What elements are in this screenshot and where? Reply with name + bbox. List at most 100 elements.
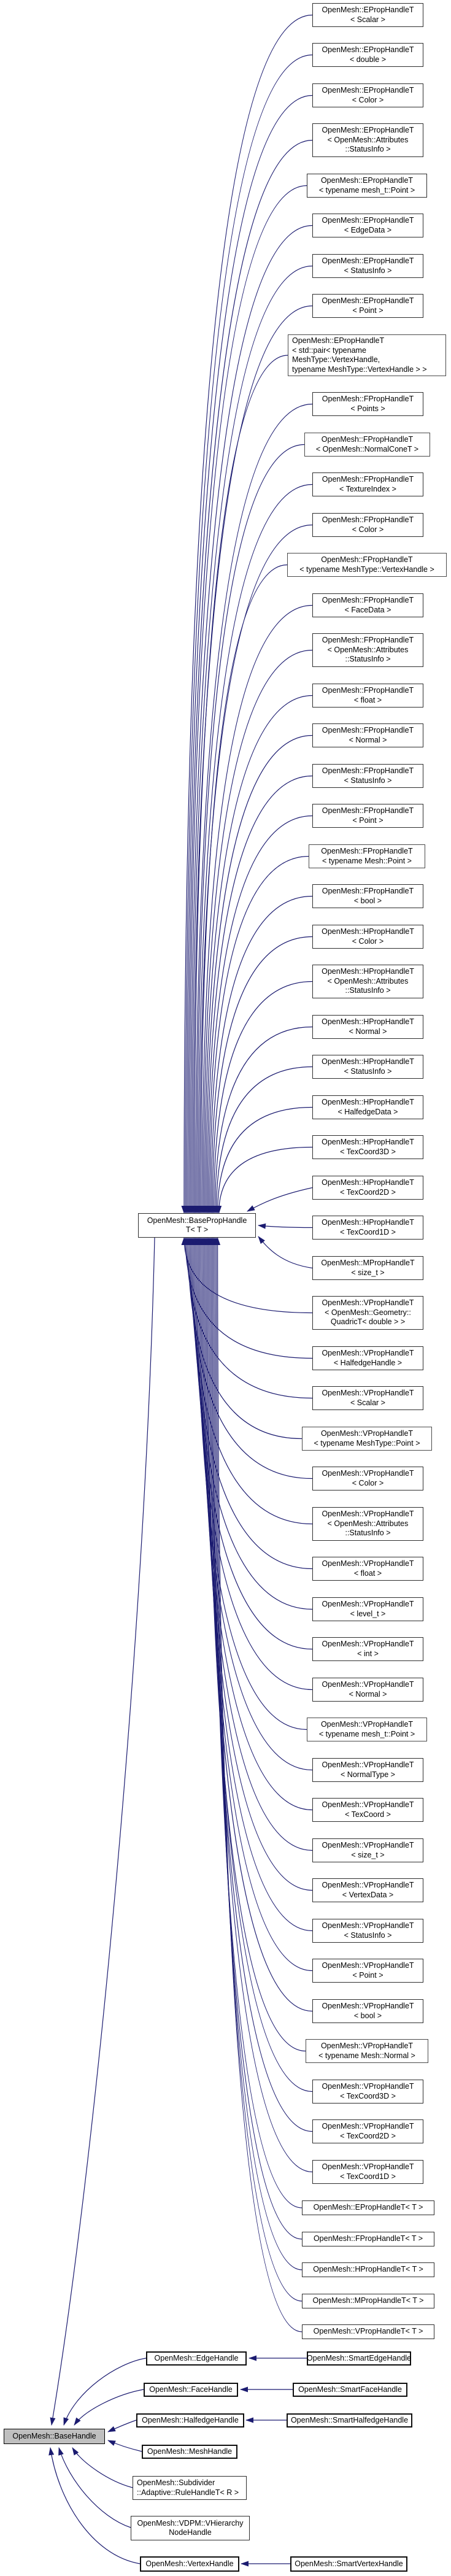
class-node[interactable]: OpenMesh::FPropHandleT< Normal >: [312, 723, 423, 747]
class-node[interactable]: OpenMesh::VPropHandleT< OpenMesh::Geomet…: [312, 1296, 423, 1330]
class-node-line: OpenMesh::VPropHandleT: [322, 1800, 414, 1809]
class-node[interactable]: OpenMesh::EPropHandleT< std::pair< typen…: [288, 334, 446, 376]
class-node[interactable]: OpenMesh::FPropHandleT< StatusInfo >: [312, 764, 423, 788]
class-node-line: OpenMesh::VPropHandleT: [322, 1841, 414, 1849]
class-node-line: ::StatusInfo >: [345, 1529, 391, 1538]
class-node[interactable]: OpenMesh::VPropHandleT< TexCoord >: [312, 1798, 423, 1822]
class-node[interactable]: OpenMesh::VPropHandleT< int >: [312, 1637, 423, 1661]
class-node-line: < TexCoord2D >: [340, 1187, 396, 1197]
class-node[interactable]: OpenMesh::FPropHandleT< typename MeshTyp…: [287, 553, 447, 577]
class-node-line: OpenMesh::HalfedgeHandle: [142, 2415, 239, 2424]
class-node[interactable]: OpenMesh::FPropHandleT< Point >: [312, 804, 423, 828]
class-node[interactable]: OpenMesh::EPropHandleT< EdgeData >: [312, 214, 423, 237]
class-node-line: OpenMesh::FPropHandleT: [322, 475, 414, 484]
class-node-line: OpenMesh::VPropHandleT: [322, 1921, 414, 1930]
smart-edge-handle-node[interactable]: OpenMesh::SmartEdgeHandle: [307, 2351, 411, 2366]
class-node[interactable]: OpenMesh::VPropHandleT< Point >: [312, 1959, 423, 1983]
class-node-line: OpenMesh::MPropHandleT< T >: [312, 2296, 424, 2305]
class-node[interactable]: OpenMesh::MPropHandleT< T >: [302, 2294, 434, 2308]
class-node[interactable]: OpenMesh::VPropHandleT< OpenMesh::Attrib…: [312, 1507, 423, 1541]
class-node[interactable]: OpenMesh::VPropHandleT< bool >: [312, 1999, 423, 2023]
class-node[interactable]: OpenMesh::VPropHandleT< typename MeshTyp…: [302, 1427, 432, 1451]
class-node[interactable]: OpenMesh::FPropHandleT< bool >: [312, 884, 423, 908]
class-node-line: < HalfedgeData >: [337, 1107, 398, 1116]
class-node[interactable]: OpenMesh::VPropHandleT< typename Mesh::N…: [306, 2039, 428, 2063]
class-node-line: OpenMesh::FPropHandleT< T >: [313, 2234, 423, 2243]
class-node-line: < TextureIndex >: [339, 484, 396, 493]
smart-face-handle-node[interactable]: OpenMesh::SmartFaceHandle: [293, 2383, 407, 2397]
class-node[interactable]: OpenMesh::HPropHandleT< T >: [302, 2262, 434, 2277]
class-node[interactable]: OpenMesh::VPropHandleT< Scalar >: [312, 1386, 423, 1410]
class-node[interactable]: OpenMesh::HPropHandleT< Color >: [312, 925, 423, 949]
class-node[interactable]: OpenMesh::VPropHandleT< HalfedgeHandle >: [312, 1346, 423, 1370]
rule-handle-node[interactable]: OpenMesh::Subdivider::Adaptive::RuleHand…: [133, 2476, 247, 2500]
class-node[interactable]: OpenMesh::HPropHandleT< TexCoord1D >: [312, 1216, 423, 1240]
class-node[interactable]: OpenMesh::EPropHandleT< StatusInfo >: [312, 254, 423, 278]
class-node[interactable]: OpenMesh::HPropHandleT< Normal >: [312, 1015, 423, 1039]
class-node[interactable]: OpenMesh::EPropHandleT< Color >: [312, 83, 423, 107]
class-node[interactable]: OpenMesh::VPropHandleT< StatusInfo >: [312, 1919, 423, 1943]
class-node-line: < Normal >: [349, 1689, 387, 1699]
class-node-line: < NormalType >: [341, 1770, 395, 1779]
class-node[interactable]: OpenMesh::HPropHandleT< OpenMesh::Attrib…: [312, 965, 423, 998]
class-node[interactable]: OpenMesh::VPropHandleT< TexCoord1D >: [312, 2160, 423, 2184]
mesh-handle-node[interactable]: OpenMesh::MeshHandle: [142, 2445, 237, 2459]
class-node-line: < Point >: [352, 816, 384, 825]
class-node-line: < TexCoord1D >: [340, 1227, 396, 1236]
class-node[interactable]: OpenMesh::EPropHandleT< Scalar >: [312, 3, 423, 27]
base-handle-node[interactable]: OpenMesh::BaseHandle: [4, 2429, 105, 2444]
class-node[interactable]: OpenMesh::HPropHandleT< TexCoord3D >: [312, 1135, 423, 1159]
class-node[interactable]: OpenMesh::HPropHandleT< HalfedgeData >: [312, 1095, 423, 1119]
class-node[interactable]: OpenMesh::VPropHandleT< typename mesh_t:…: [307, 1718, 427, 1741]
smart-halfedge-handle-node[interactable]: OpenMesh::SmartHalfedgeHandle: [287, 2413, 412, 2428]
vertex-handle-node[interactable]: OpenMesh::VertexHandle: [140, 2556, 239, 2572]
class-node[interactable]: OpenMesh::EPropHandleT< OpenMesh::Attrib…: [312, 123, 423, 157]
class-node[interactable]: OpenMesh::HPropHandleT< TexCoord2D >: [312, 1176, 423, 1200]
class-node[interactable]: OpenMesh::FPropHandleT< Color >: [312, 513, 423, 537]
class-node[interactable]: OpenMesh::VPropHandleT< level_t >: [312, 1597, 423, 1621]
smart-vertex-handle-node[interactable]: OpenMesh::SmartVertexHandle: [290, 2556, 407, 2572]
class-node[interactable]: OpenMesh::FPropHandleT< TextureIndex >: [312, 472, 423, 496]
class-node-line: < FaceData >: [344, 605, 391, 614]
edge-handle-node[interactable]: OpenMesh::EdgeHandle: [146, 2351, 247, 2366]
class-node-line: OpenMesh::VPropHandleT: [322, 1349, 414, 1357]
class-node-line: OpenMesh::VPropHandleT: [322, 1760, 414, 1769]
class-node-line: < Normal >: [349, 1027, 387, 1036]
class-node[interactable]: OpenMesh::FPropHandleT< OpenMesh::Normal…: [304, 433, 430, 457]
class-node[interactable]: OpenMesh::EPropHandleT< Point >: [312, 294, 423, 318]
class-node[interactable]: OpenMesh::VPropHandleT< TexCoord3D >: [312, 2080, 423, 2104]
class-node[interactable]: OpenMesh::EPropHandleT< T >: [302, 2200, 434, 2215]
class-node[interactable]: OpenMesh::FPropHandleT< typename Mesh::P…: [309, 844, 425, 868]
class-node[interactable]: OpenMesh::EPropHandleT< typename mesh_t:…: [307, 174, 427, 198]
class-node-line: < double >: [349, 55, 387, 64]
class-node[interactable]: OpenMesh::VPropHandleT< float >: [312, 1557, 423, 1581]
halfedge-handle-node[interactable]: OpenMesh::HalfedgeHandle: [136, 2413, 244, 2428]
class-node[interactable]: OpenMesh::FPropHandleT< T >: [302, 2232, 434, 2246]
class-node-line: OpenMesh::EdgeHandle: [154, 2353, 239, 2362]
class-node[interactable]: OpenMesh::HPropHandleT< StatusInfo >: [312, 1055, 423, 1079]
class-node-line: < OpenMesh::Attributes: [327, 645, 409, 654]
class-node-line: < TexCoord >: [345, 1810, 391, 1819]
class-node-line: < TexCoord3D >: [340, 2091, 396, 2100]
class-node[interactable]: OpenMesh::FPropHandleT< Points >: [312, 392, 423, 416]
class-node[interactable]: OpenMesh::VPropHandleT< T >: [302, 2324, 434, 2339]
class-node-line: < int >: [357, 1649, 379, 1658]
face-handle-node[interactable]: OpenMesh::FaceHandle: [144, 2383, 238, 2397]
class-node[interactable]: OpenMesh::VPropHandleT< size_t >: [312, 1838, 423, 1862]
class-node-line: < Points >: [350, 404, 385, 413]
class-node[interactable]: OpenMesh::EPropHandleT< double >: [312, 43, 423, 67]
class-node-line: OpenMesh::SmartFaceHandle: [298, 2385, 402, 2394]
class-node[interactable]: OpenMesh::VPropHandleT< Color >: [312, 1467, 423, 1490]
class-node-line: OpenMesh::MeshHandle: [147, 2447, 233, 2456]
class-node[interactable]: OpenMesh::VPropHandleT< TexCoord2D >: [312, 2119, 423, 2143]
class-node[interactable]: OpenMesh::MPropHandleT< size_t >: [312, 1256, 423, 1280]
class-node[interactable]: OpenMesh::FPropHandleT< FaceData >: [312, 593, 423, 617]
class-node[interactable]: OpenMesh::VPropHandleT< Normal >: [312, 1678, 423, 1702]
class-node[interactable]: OpenMesh::VPropHandleT< NormalType >: [312, 1758, 423, 1782]
class-node-line: < TexCoord1D >: [340, 2172, 396, 2181]
class-node[interactable]: OpenMesh::VPropHandleT< VertexData >: [312, 1878, 423, 1902]
base-prop-handle-node[interactable]: OpenMesh::BasePropHandle T< T >: [138, 1213, 256, 1238]
class-node[interactable]: OpenMesh::FPropHandleT< float >: [312, 684, 423, 708]
class-node[interactable]: OpenMesh::FPropHandleT< OpenMesh::Attrib…: [312, 633, 423, 667]
